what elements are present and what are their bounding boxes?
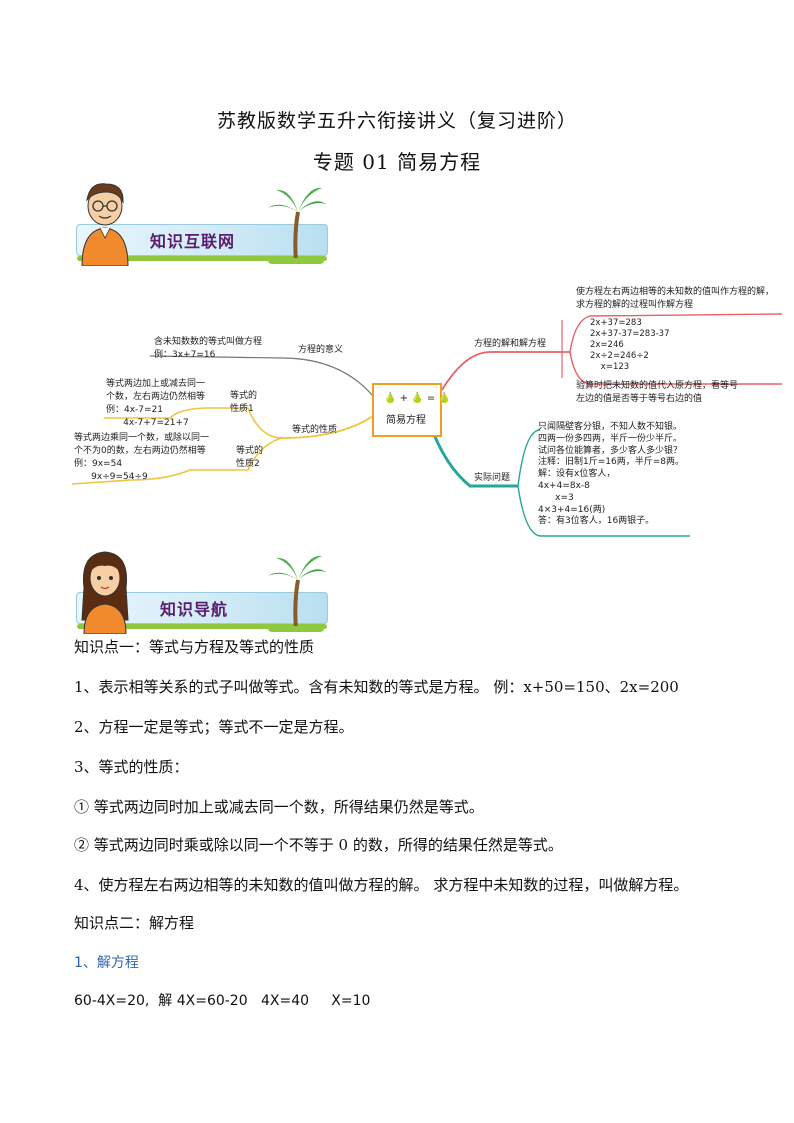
branch-meaning: 方程的意义 (298, 345, 344, 355)
kp2-item-1: 1、解方程 (74, 955, 139, 971)
center-formula: 🍐 + 🍐 = 🍐 (384, 393, 451, 404)
branch-solve: 方程的解和解方程 (474, 339, 547, 349)
solve-definition: 使方程左右两边相等的未知数的值叫作方程的解， 求方程的解的过程叫作解方程 (576, 287, 775, 310)
prop2-text: 等式两边乘同一个数，或除以同一 个不为0的数，左右两边仍然相等 例：9x=54 … (74, 433, 210, 482)
meaning-text: 含未知数数的等式叫做方程 例：3x+7=16 (154, 337, 263, 360)
branch-practical: 实际问题 (474, 473, 511, 483)
mind-map: 🍐 + 🍐 = 🍐 简易方程 方程的意义 含未知数数的等式叫做方程 例：3x+7… (70, 280, 784, 550)
branch-property: 等式的性质 (292, 425, 338, 435)
kp1-item-4: 4、使方程左右两边相等的未知数的值叫做方程的解。 求方程中未知数的过程，叫做解方… (74, 876, 689, 894)
palm-tree-icon (268, 555, 326, 632)
banner-knowledge-guide: 知识导航 (70, 548, 328, 638)
boy-avatar-icon (81, 183, 129, 266)
kp1-item-1: 1、表示相等关系的式子叫做等式。含有未知数的等式是方程。 例：x+50=150、… (74, 678, 679, 696)
prop1-text: 等式两边加上或减去同一 个数，左右两边仍然相等 例：4x-7=21 4x-7+7… (106, 379, 206, 428)
kp1-item-3: 3、等式的性质： (74, 758, 189, 776)
solve-steps: 2x+37=283 2x+37-37=283-37 2x=246 2x÷2=24… (590, 318, 670, 372)
document-title: 苏教版数学五升六衔接讲义（复习进阶） (216, 110, 577, 132)
center-topic: 简易方程 (386, 415, 426, 426)
kp1-title: 知识点一：等式与方程及等式的性质 (74, 638, 315, 656)
palm-tree-icon (268, 187, 326, 264)
kp2-title: 知识点二：解方程 (74, 914, 195, 932)
practical-text: 只闻隔壁客分银，不知人数不知银。 四两一份多四两，半斤一份少半斤。 试问各位能算… (538, 422, 684, 527)
mind-map-lines (71, 313, 783, 537)
girl-avatar-icon (81, 551, 129, 634)
banner-label: 知识互联网 (150, 232, 236, 251)
prop2-label: 等式的 性质2 (236, 446, 264, 469)
prop1-label: 等式的 性质1 (230, 391, 258, 414)
kp2-example: 60-4X=20, 解 4X=60-20 4X=40 X=10 (74, 993, 371, 1009)
kp1-item-2: 2、方程一定是等式；等式不一定是方程。 (74, 718, 354, 736)
check-text: 验算时把未知数的值代入原方程，看等号 左边的值是否等于等号右边的值 (576, 381, 739, 404)
banner-knowledge-network: 知识互联网 (70, 180, 328, 270)
document-subtitle: 专题 01 简易方程 (312, 150, 482, 174)
banner-label: 知识导航 (160, 600, 229, 619)
kp1-item-3a: ① 等式两边同时加上或减去同一个数，所得结果仍然是等式。 (74, 798, 484, 816)
kp1-item-3b: ② 等式两边同时乘或除以同一个不等于 0 的数，所得的结果任然是等式。 (74, 836, 563, 854)
